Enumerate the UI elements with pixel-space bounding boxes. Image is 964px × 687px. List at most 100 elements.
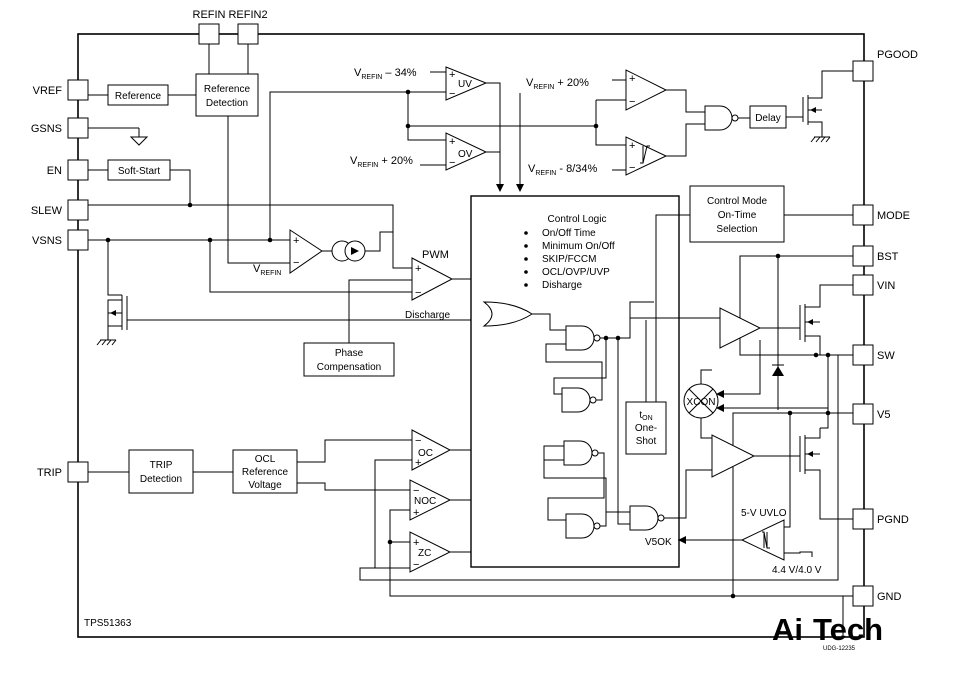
discharge-mosfet: [96, 295, 128, 346]
svg-text:−: −: [449, 88, 455, 100]
ocl-reference-block: [232, 449, 298, 494]
control-mode-label-2: On-Time: [718, 210, 757, 221]
sw-sense-wiring: [359, 355, 853, 597]
control-mode-label-3: Selection: [716, 224, 757, 235]
pin-slew: [67, 199, 89, 221]
vrefin-minus8-34-label: VREFIN - 8/34%: [528, 163, 598, 177]
control-logic-item: OCL/OVP/UVP: [542, 267, 610, 278]
logo-ai: Ai: [772, 612, 803, 647]
uv-label: UV: [458, 79, 472, 90]
delay-label: Delay: [755, 113, 781, 124]
vrefin-error-amp-label: VREFIN: [253, 263, 281, 277]
svg-text:+: +: [413, 537, 419, 549]
pin-v5: [852, 403, 874, 425]
vrefin-minus34-label: VREFIN – 34%: [354, 67, 417, 81]
pin-sw: [852, 344, 874, 366]
pin-label-vsns: VSNS: [32, 235, 62, 247]
phase-compensation-label-1: Phase: [335, 348, 364, 359]
pin-label-gnd: GND: [877, 591, 902, 603]
svg-text:+: +: [449, 136, 455, 148]
pin-pgood: [852, 60, 874, 82]
pin-en: [67, 159, 89, 181]
top-pins: REFIN REFIN2: [193, 9, 268, 45]
pin-mode: [852, 204, 874, 226]
svg-text:+: +: [415, 263, 421, 275]
ton-label-line2: One-: [635, 423, 657, 434]
svg-text:+: +: [449, 69, 455, 81]
pin-label-vin: VIN: [877, 280, 895, 292]
control-logic-item: Minimum On/Off: [542, 241, 615, 252]
pin-gnd: [852, 585, 874, 607]
left-wiring: [88, 44, 488, 491]
pin-label-vref: VREF: [33, 85, 63, 97]
trip-detection-label-2: Detection: [140, 474, 182, 485]
svg-text:+: +: [413, 507, 419, 519]
ton-label: tON: [639, 410, 652, 422]
pin-bst: [852, 245, 874, 267]
soft-start-label: Soft-Start: [118, 166, 160, 177]
reference-detection-label-2: Detection: [206, 98, 248, 109]
uvlo-threshold-label: 4.4 V/4.0 V: [772, 565, 822, 576]
pin-label-v5: V5: [877, 409, 890, 421]
ov-label: OV: [458, 149, 473, 160]
pin-label-mode: MODE: [877, 210, 910, 222]
control-mode-block: [689, 185, 785, 243]
oc-label: OC: [418, 448, 433, 459]
chip-outline: [77, 33, 865, 638]
svg-text:−: −: [629, 96, 635, 108]
svg-text:+: +: [293, 235, 299, 247]
control-logic-item: SKIP/FCCM: [542, 254, 596, 265]
pin-label-en: EN: [47, 165, 62, 177]
pin-vsns: [67, 229, 89, 251]
pin-refin2: [237, 23, 259, 45]
part-number: TPS51363: [84, 618, 132, 629]
pwm-label: PWM: [422, 249, 449, 261]
pin-label-bst: BST: [877, 251, 899, 263]
pin-label-trip: TRIP: [37, 467, 62, 479]
pin-trip: [67, 461, 89, 483]
ocl-reference-label-2: Reference: [242, 467, 289, 478]
pin-label-pgood: PGOOD: [877, 49, 918, 61]
xcon-label: XCON: [687, 397, 716, 408]
trip-detection-block: [128, 449, 194, 494]
svg-text:+: +: [415, 457, 421, 469]
svg-text:+: +: [629, 73, 635, 85]
svg-text:−: −: [415, 435, 421, 447]
svg-text:−: −: [415, 287, 421, 299]
ocl-reference-label-3: Voltage: [248, 480, 282, 491]
control-logic-title: Control Logic: [548, 214, 607, 225]
logic-gates: [482, 301, 720, 539]
pin-vin: [852, 274, 874, 296]
ton-label-line3: Shot: [636, 436, 657, 447]
svg-text:−: −: [413, 485, 419, 497]
control-logic-item: Disharge: [542, 280, 582, 291]
v5ok-label: V5OK: [645, 537, 672, 548]
svg-text:−: −: [293, 257, 299, 269]
pin-label-sw: SW: [877, 350, 895, 362]
uv-ov-section: + − + − + − + −: [405, 66, 853, 192]
pin-gsns: [67, 117, 89, 139]
left-pins: VREF GSNS EN SLEW VSNS TRIP: [31, 79, 89, 483]
svg-text:−: −: [413, 559, 419, 571]
reference-detection-block: [195, 73, 259, 117]
trip-detection-label-1: TRIP: [150, 460, 173, 471]
ocl-reference-label-1: OCL: [255, 454, 276, 465]
pin-label-refin: REFIN: [193, 9, 226, 21]
pin-vref: [67, 79, 89, 101]
ton-one-shot-block: [625, 401, 667, 455]
discharge-label: Discharge: [405, 310, 450, 321]
svg-text:−: −: [449, 157, 455, 169]
pin-refin: [198, 23, 220, 45]
pin-label-pgnd: PGND: [877, 514, 909, 526]
right-pins: PGOOD MODE BST VIN SW V5 PGND GND: [852, 49, 918, 607]
pin-label-slew: SLEW: [31, 205, 63, 217]
error-amplifier: + −: [289, 229, 393, 274]
control-logic-item: On/Off Time: [542, 228, 596, 239]
zc-label: ZC: [418, 548, 431, 559]
noc-label: NOC: [414, 496, 436, 507]
control-logic-list: On/Off Time Minimum On/Off SKIP/FCCM OCL…: [524, 228, 615, 291]
reference-label: Reference: [115, 91, 162, 102]
vrefin-plus20-label: VREFIN + 20%: [526, 77, 589, 91]
drawing-id: UDG-12235: [823, 646, 856, 652]
